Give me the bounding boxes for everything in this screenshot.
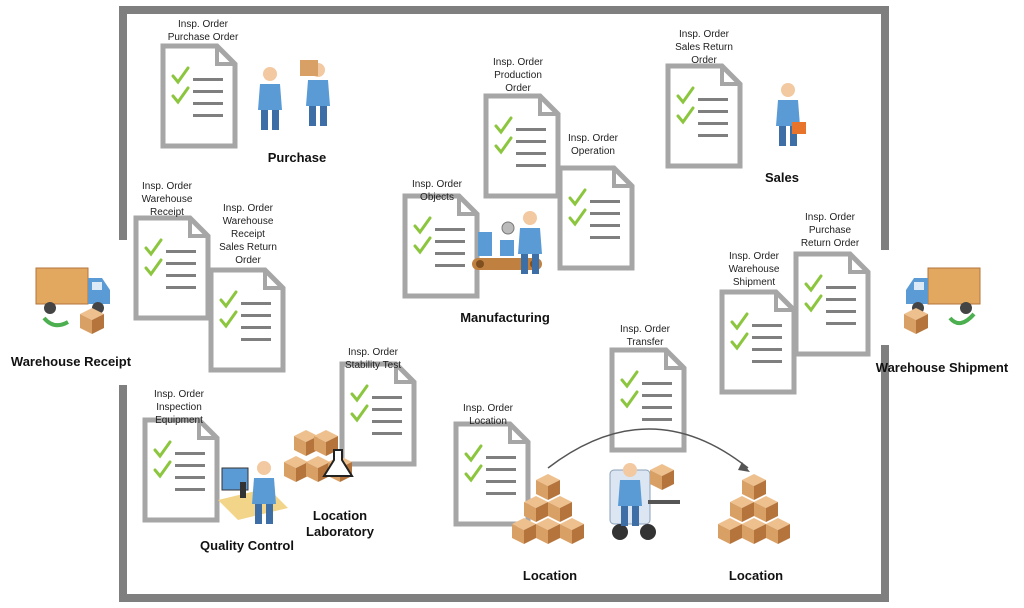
- briefcase-icon: [792, 122, 806, 134]
- process-frame: [119, 6, 889, 602]
- area-sales: Sales: [765, 170, 799, 185]
- document-icon: [722, 292, 794, 392]
- area-warehouse-receipt: Warehouse Receipt: [10, 354, 132, 369]
- person-icon: [252, 461, 276, 524]
- doc-label-objects: Insp. Order Objects: [411, 179, 463, 203]
- doc-label-production-order: Insp. Order Production Order: [492, 57, 544, 94]
- doc-label-stability-test: Insp. Order Stability Test: [345, 347, 401, 371]
- transfer-arrowhead: [738, 462, 750, 472]
- person-icon: [258, 67, 282, 130]
- doc-label-inspection-equipment: Insp. Order Inspection Equipment: [153, 389, 205, 426]
- document-icon: [612, 350, 684, 450]
- document-icon: [342, 364, 414, 464]
- document-icon: [456, 424, 528, 524]
- arrow-icon: [948, 312, 976, 326]
- area-location-to: Location: [728, 568, 784, 583]
- flask-icon: [322, 449, 354, 477]
- boxes-icon: [718, 474, 790, 544]
- area-manufacturing: Manufacturing: [460, 310, 550, 325]
- area-quality-control: Quality Control: [200, 538, 294, 553]
- area-location-laboratory: Location Laboratory: [306, 508, 374, 539]
- document-icon: [211, 270, 283, 370]
- doc-label-transfer: Insp. Order Transfer: [619, 324, 671, 348]
- arrow-icon: [42, 316, 69, 328]
- boxes-icon: [300, 60, 318, 76]
- doc-label-warehouse-shipment: Insp. Order Warehouse Shipment: [728, 251, 780, 288]
- doc-label-purchase-order: Insp. Order Purchase Order: [167, 19, 239, 43]
- area-location-from: Location: [522, 568, 578, 583]
- document-icon: [405, 196, 477, 296]
- doc-label-warehouse-receipt-sales-return: Insp. Order Warehouse Receipt Sales Retu…: [219, 203, 277, 266]
- document-icon: [560, 168, 632, 268]
- document-icon: [136, 218, 208, 318]
- truck-icon: [905, 267, 981, 315]
- truck-icon: [35, 267, 111, 315]
- doc-label-sales-return-order: Insp. Order Sales Return Order: [675, 29, 733, 66]
- document-icon: [145, 420, 217, 520]
- document-icon: [796, 254, 868, 354]
- doc-label-warehouse-receipt: Insp. Order Warehouse Receipt: [141, 181, 193, 218]
- doc-label-purchase-return-order: Insp. Order Purchase Return Order: [800, 212, 860, 249]
- boxes-icon: [284, 456, 308, 482]
- document-icon: [163, 46, 235, 146]
- area-warehouse-shipment: Warehouse Shipment: [875, 360, 1009, 375]
- doc-label-operation: Insp. Order Operation: [567, 133, 619, 157]
- boxes-icon: [904, 308, 928, 334]
- transfer-arrow: [547, 428, 749, 469]
- person-icon: [776, 83, 800, 146]
- boxes-icon: [306, 456, 330, 482]
- area-purchase: Purchase: [267, 150, 327, 165]
- doc-label-location: Insp. Order Location: [462, 403, 514, 427]
- document-icon: [668, 66, 740, 166]
